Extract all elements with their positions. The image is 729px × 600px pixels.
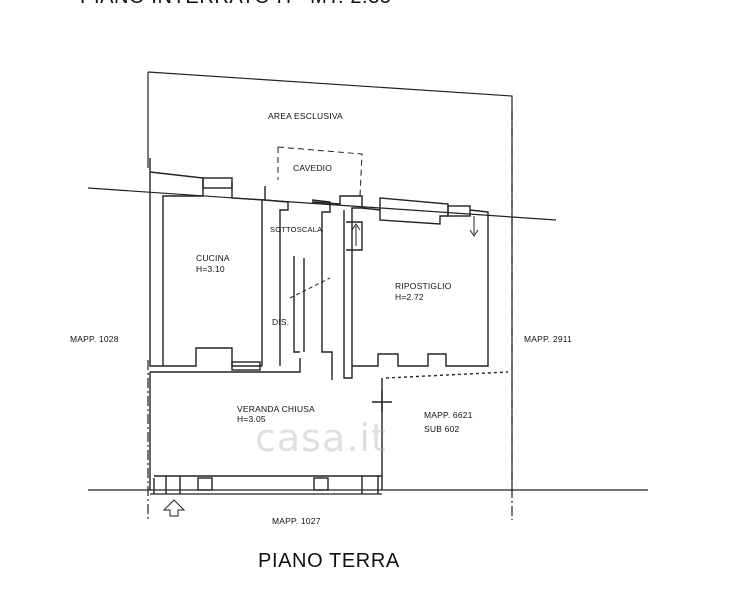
label-mapp-1028: MAPP. 1028: [70, 334, 119, 344]
entrance-arrow-icon: [162, 499, 186, 517]
ripostiglio-wall-top: [361, 197, 449, 225]
label-mapp-6621: MAPP. 6621: [424, 410, 473, 420]
ripostiglio-wall-bottom: [352, 353, 478, 367]
label-mapp-2911: MAPP. 2911: [524, 334, 572, 344]
mapp-6621-top: [385, 371, 509, 379]
stair-symbol: [289, 277, 331, 299]
cavedio-outline: [277, 146, 363, 197]
label-cavedio: CAVEDIO: [293, 163, 333, 173]
label-ripostiglio: RIPOSTIGLIO: [395, 281, 452, 291]
column-veranda-2: [313, 477, 329, 491]
stair-arrow-up: [351, 223, 361, 246]
window-cucina-top: [202, 177, 233, 189]
label-sub-602: SUB 602: [424, 424, 460, 434]
cucina-wall-bottom: [163, 347, 262, 367]
label-sottoscala: SOTTOSCALA: [270, 225, 323, 234]
cadastral-line-top: [87, 187, 557, 221]
dis-wall-c: [311, 199, 333, 380]
label-cucina-height: H=3.10: [196, 264, 225, 274]
label-area-esclusiva: AREA ESCLUSIVA: [268, 111, 343, 121]
floor-title: PIANO TERRA: [258, 550, 400, 572]
ripostiglio-step: [346, 221, 363, 251]
label-cucina: CUCINA: [196, 253, 230, 263]
label-dis: DIS.: [272, 317, 290, 327]
property-boundary: [147, 71, 513, 492]
dis-wall-a: [293, 256, 300, 353]
label-veranda-chiusa: VERANDA CHIUSA: [237, 404, 315, 414]
cucina-wall-bottom-2: [150, 358, 301, 373]
label-veranda-height: H=3.05: [237, 414, 266, 424]
central-wall-right: [311, 195, 363, 379]
label-mapp-1027: MAPP. 1027: [272, 516, 321, 526]
ripostiglio-wall-top-right: [469, 209, 489, 367]
sottoscala-wall: [264, 199, 289, 366]
label-ripostiglio-height: H=2.72: [395, 292, 424, 302]
watermark-logo: casa.it: [255, 416, 387, 460]
window-ripostiglio: [447, 205, 471, 217]
header-partial-title: PIANO INTERRATO H= MT. 2.35: [80, 0, 392, 9]
column-veranda-1: [197, 477, 213, 491]
window-cucina-bottom: [231, 361, 261, 371]
stair-arrow-down: [469, 216, 479, 237]
cucina-wall-top: [231, 182, 266, 201]
